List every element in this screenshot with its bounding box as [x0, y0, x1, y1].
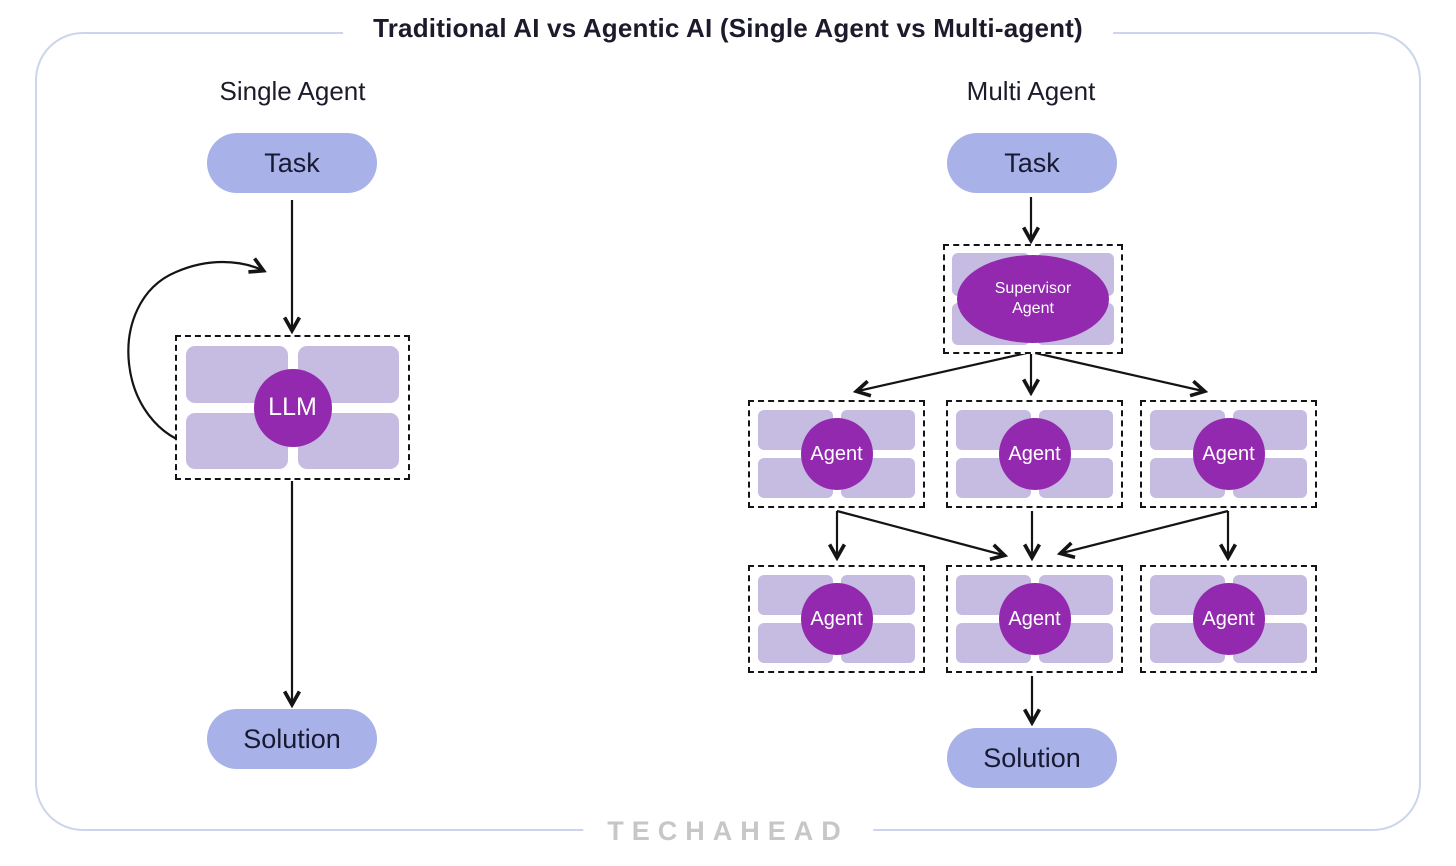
techahead-logo: TECHAHEAD [583, 816, 873, 847]
agent-node: Agent [1192, 418, 1265, 490]
single-agent-heading: Single Agent [219, 76, 366, 106]
agent-box-r1-c3: Agent [1140, 400, 1317, 508]
agent-box-r2-c3: Agent [1140, 565, 1317, 673]
llm-box: LLM [175, 335, 410, 480]
arrow-supervisor-to-agent1 [858, 350, 1032, 391]
supervisor-node: Supervisor Agent [957, 255, 1109, 343]
agent-box-r2-c2: Agent [946, 565, 1123, 673]
agent-node: Agent [998, 583, 1071, 655]
llm-node: LLM [253, 368, 332, 447]
arrow-supervisor-to-agent3 [1030, 350, 1203, 391]
agent-box-r1-c1: Agent [748, 400, 925, 508]
agent-node: Agent [800, 418, 873, 490]
agent-box-r1-c2: Agent [946, 400, 1123, 508]
single-solution-pill: Solution [207, 709, 377, 769]
agent-node: Agent [1192, 583, 1265, 655]
page-title: Traditional AI vs Agentic AI (Single Age… [343, 13, 1113, 44]
arrow-llm-loop [127, 262, 262, 448]
multi-solution-pill: Solution [947, 728, 1117, 788]
arrow-agent1-to-center [836, 509, 1003, 555]
arrow-agent3-to-center [1062, 509, 1229, 553]
multi-task-pill: Task [947, 133, 1117, 193]
agent-box-r2-c1: Agent [748, 565, 925, 673]
single-task-pill: Task [207, 133, 377, 193]
agent-node: Agent [998, 418, 1071, 490]
multi-agent-heading: Multi Agent [966, 76, 1096, 106]
supervisor-box: Supervisor Agent [943, 244, 1123, 354]
supervisor-label: Supervisor Agent [994, 280, 1072, 317]
agent-node: Agent [800, 583, 873, 655]
